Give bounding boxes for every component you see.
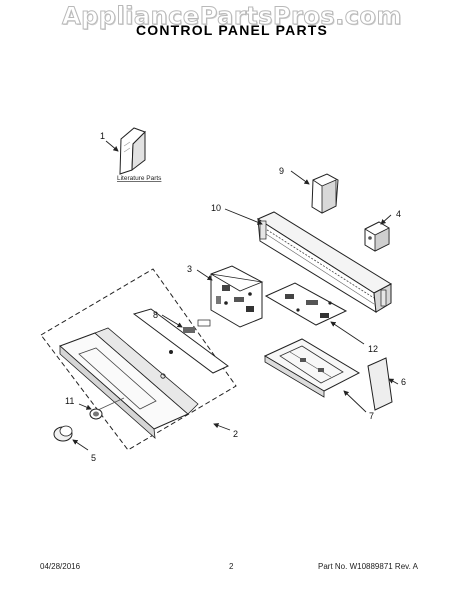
- footer-page-number: 2: [229, 562, 234, 571]
- page-title: CONTROL PANEL PARTS: [135, 22, 329, 38]
- callout-7: 7: [369, 411, 374, 421]
- callout-1: 1: [100, 131, 105, 141]
- callout-10: 10: [211, 203, 221, 213]
- callout-8: 8: [153, 310, 158, 320]
- leader-lines: [72, 140, 399, 451]
- callout-4: 4: [396, 209, 401, 219]
- literature-booklet-part: [119, 127, 146, 175]
- mounting-bracket-part-7: [263, 338, 361, 398]
- footer-part-number: Part No. W10889871 Rev. A: [318, 562, 418, 571]
- control-panel-housing-part-10: [256, 211, 393, 313]
- console-panel-part-2: [59, 327, 199, 439]
- footer-date: 04/28/2016: [40, 562, 81, 571]
- membrane-part-8: [132, 308, 229, 374]
- callout-6: 6: [401, 377, 406, 387]
- callout-3: 3: [187, 264, 192, 274]
- insulation-sheet-part-6: [367, 357, 393, 411]
- control-board-part-3: [210, 265, 264, 328]
- knob-part-5: [53, 425, 73, 442]
- callout-12: 12: [368, 344, 378, 354]
- callout-5: 5: [91, 453, 96, 463]
- site-watermark: AppliancePartsPros.com: [62, 2, 402, 31]
- callout-2: 2: [233, 429, 238, 439]
- spring-clip-part-11: [89, 408, 103, 420]
- display-board-part-12: [264, 282, 348, 326]
- callout-9: 9: [279, 166, 284, 176]
- literature-parts-label: Literature Parts: [117, 175, 162, 182]
- callout-11: 11: [65, 396, 74, 406]
- assembly-boundary-dashed: [40, 268, 237, 451]
- bracket-part-9: [311, 173, 339, 214]
- switch-part-4: [364, 221, 390, 252]
